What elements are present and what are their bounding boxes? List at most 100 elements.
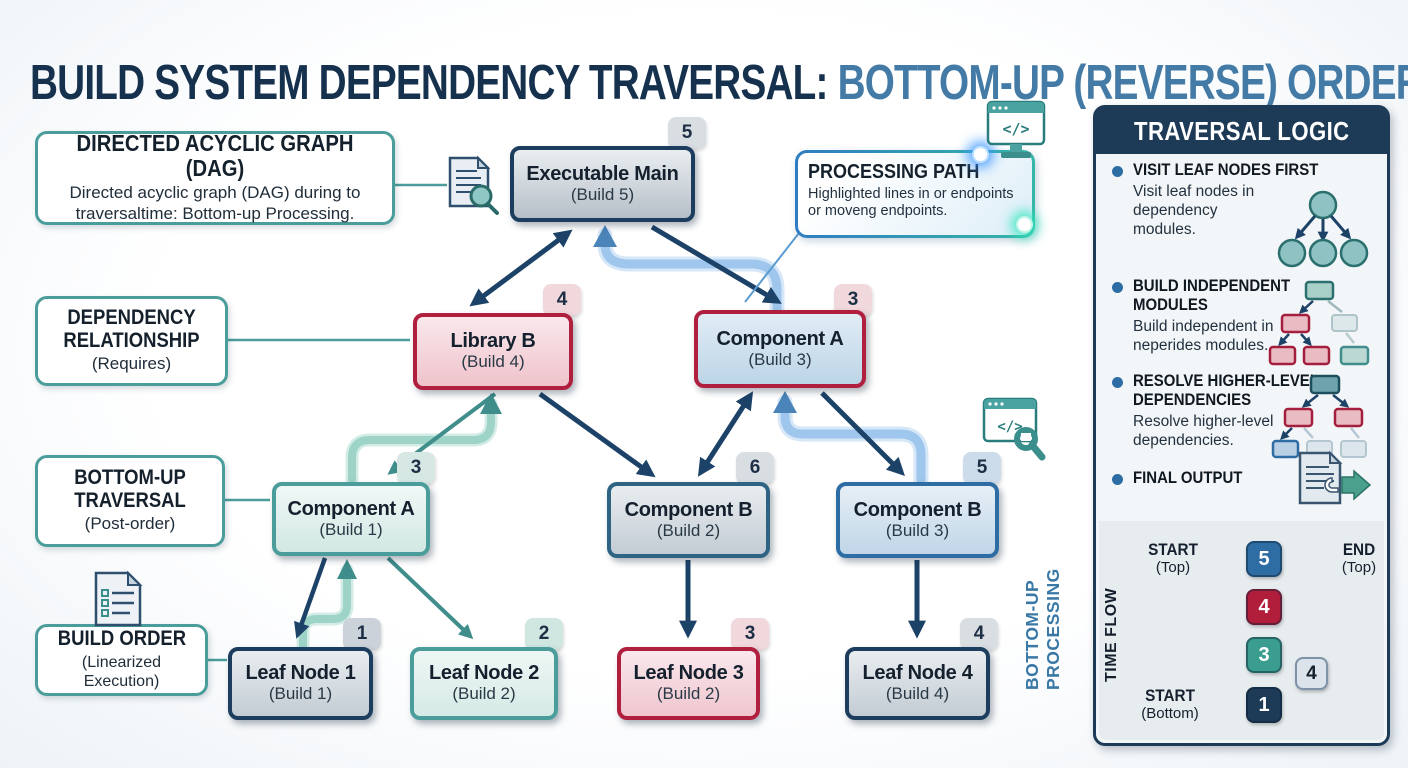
node-title: Leaf Node 1 [245,662,356,685]
svg-text:</>: </> [997,419,1022,435]
callout-dag-title: DIRECTED ACYCLIC GRAPH (DAG) [76,130,354,182]
edge-compA3-compB3 [820,391,905,476]
bullet-icon [1112,377,1123,388]
timeline-box-4: 4 [1246,589,1282,625]
node-title: Component B [624,498,753,521]
svg-text:</>: </> [1002,120,1029,138]
processing-path-inner: PROCESSING PATH Highlighted lines in or … [798,153,1032,235]
badge-leaf1: 1 [343,618,381,650]
panel-item-resolve-deps: RESOLVE HIGHER-LEVEL DEPENDENCIES Resolv… [1112,371,1362,451]
highlight-path-compB3-to-compA3 [773,391,929,488]
processing-path-callout: PROCESSING PATH Highlighted lines in or … [795,150,1035,238]
highlight-path-compA3-to-main [593,225,785,317]
panel-item-body: Resolve higher-level dependencies. [1133,413,1274,449]
callout-buildorder: BUILD ORDER (Linearized Execution) [35,624,208,696]
panel-item-body: Visit leaf nodes in dependency modules. [1133,183,1255,238]
label-sub: (Top) [1341,559,1377,576]
bullet-icon [1112,166,1123,177]
timeline-section [1099,521,1384,740]
node-build: (Build 5) [570,184,635,204]
panel-header: TRAVERSAL LOGIC [1096,108,1387,154]
panel-item-title: BUILD INDEPENDENT MODULES [1133,276,1291,315]
panel-item-final-output: FINAL OUTPUT [1112,468,1362,488]
timeline-box-5: 5 [1246,541,1282,577]
label-sub: (Bottom) [1141,705,1199,722]
callout-dependency-title: DEPENDENCY RELATIONSHIP [63,305,200,352]
node-title: Component B [853,498,982,521]
bullet-icon [1112,282,1123,293]
traversal-logic-panel: TRAVERSAL LOGIC VISIT LEAF NODES FIRST V… [1093,105,1390,746]
node-leaf1: Leaf Node 1 (Build 1) [228,647,373,720]
panel-item-build-independent: BUILD INDEPENDENT MODULES Build independ… [1112,276,1362,356]
node-leaf2: Leaf Node 2 (Build 2) [410,647,558,720]
callout-buildorder-sub: (Linearized Execution) [81,653,162,691]
callout-traversal: BOTTOM-UP TRAVERSAL (Post-order) [35,455,225,547]
bottom-up-processing-label: BOTTOM-UP PROCESSING [1022,568,1063,690]
label-sub: (Top) [1155,559,1191,576]
node-build: (Build 2) [656,520,721,540]
node-title: Component A [287,497,415,520]
badge-compB3: 5 [963,452,1001,484]
panel-item-body: Build independent in neperides modules. [1133,318,1274,354]
node-compB-build2: Component B (Build 2) [607,482,770,558]
node-compB-build3: Component B (Build 3) [836,482,999,558]
edge-compA3-compB2 [697,391,754,477]
checklist-icon [94,570,143,627]
label-text: END [1342,540,1376,559]
highlight-path-compA1-to-libraryB [345,393,502,487]
node-build: (Build 2) [452,684,516,704]
callout-traversal-sub: (Post-order) [84,514,176,534]
badge-leaf3: 3 [731,618,769,650]
tree-circles-icon [1277,190,1369,268]
node-libraryB: Library B (Build 4) [413,313,573,390]
node-build: (Build 1) [319,519,383,539]
timeline-box-1: 1 [1246,687,1282,723]
timeline-end-top-label: END (Top) [1330,540,1388,576]
node-build: (Build 2) [656,684,721,704]
label-text: START [1148,540,1198,559]
panel-item-title: VISIT LEAF NODES FIRST [1133,160,1319,179]
tree-boxes-red-icon [1268,280,1370,366]
node-executable-main: Executable Main (Build 5) [510,146,695,222]
badge-compB2: 6 [736,452,774,484]
edge-compA1-leaf1 [294,557,328,639]
glow-dot-blue [972,146,989,163]
timeline-start-bottom-label: START (Bottom) [1128,686,1212,722]
code-monitor-icon: </> [986,100,1046,158]
node-build: (Build 3) [748,349,812,369]
node-compA-build3: Component A (Build 3) [694,310,866,388]
page-title-part2: BOTTOM-UP (REVERSE) ORDER [837,55,1408,110]
badge-compA1: 3 [397,452,435,484]
callout-buildorder-title: BUILD ORDER [57,627,186,651]
node-title: Leaf Node 3 [633,662,744,685]
node-build: (Build 4) [885,684,950,704]
node-build: (Build 3) [885,520,950,540]
panel-item-title: FINAL OUTPUT [1133,468,1243,487]
page-title: BUILD SYSTEM DEPENDENCY TRAVERSAL: BOTTO… [30,55,1408,111]
time-flow-label: TIME FLOW [1103,587,1120,682]
edge-main-libraryB [469,229,573,307]
panel-header-title: TRAVERSAL LOGIC [1133,115,1350,146]
edge-libraryB-compB2 [538,391,656,478]
document-output-icon [1298,450,1372,505]
node-build: (Build 1) [268,684,333,704]
badge-libraryB: 4 [543,284,581,316]
node-title: Leaf Node 2 [428,662,540,685]
bullet-icon [1112,474,1123,485]
timeline-side-box-4: 4 [1295,657,1328,690]
node-build: (Build 4) [461,352,525,372]
panel-item-visit-leaf: VISIT LEAF NODES FIRST Visit leaf nodes … [1112,160,1362,240]
page-title-part1: BUILD SYSTEM DEPENDENCY TRAVERSAL: [30,55,838,110]
callout-dag: DIRECTED ACYCLIC GRAPH (DAG) Directed ac… [35,131,395,225]
callout-dependency-sub: (Requires) [91,354,172,374]
document-search-icon [448,155,499,215]
badge-main: 5 [668,117,706,149]
glow-dot-teal [1016,216,1033,233]
callout-traversal-title: BOTTOM-UP TRAVERSAL [74,465,186,512]
edge-compA1-leaf2 [386,556,474,640]
label-text: START [1145,686,1195,705]
processing-path-title: PROCESSING PATH [808,161,980,183]
node-compA-build1: Component A (Build 1) [272,482,430,556]
